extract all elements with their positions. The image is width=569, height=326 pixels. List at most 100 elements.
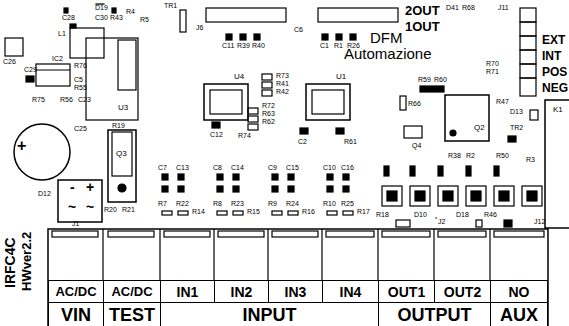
part-designator: R24: [286, 200, 299, 207]
part-designator: R3: [526, 156, 535, 163]
part-designator: R72: [262, 102, 275, 109]
part-designator: +: [86, 180, 94, 194]
part-designator: Q3: [116, 150, 127, 158]
part-designator: R40: [252, 42, 265, 49]
part-designator: C12: [210, 131, 223, 138]
part-designator: R71: [486, 68, 499, 75]
terminal-text: TEST: [109, 306, 155, 324]
part-designator: R60: [434, 76, 447, 83]
part-designator: R47: [496, 98, 509, 105]
part-designator: J1: [72, 220, 79, 227]
part-designator: C11: [222, 42, 234, 49]
part-designator: +: [17, 138, 26, 154]
part-designator: R25: [341, 200, 354, 207]
part-designator: -: [70, 180, 75, 194]
terminal-text: OUT2: [444, 285, 481, 299]
part-designator: NEG: [542, 82, 568, 94]
part-designator: D13: [510, 108, 523, 115]
part-designator: R41: [276, 80, 289, 87]
part-designator: R46: [484, 211, 497, 218]
part-designator: R38: [448, 152, 461, 159]
part-designator: C13: [176, 164, 189, 171]
part-designator: D18: [456, 211, 469, 218]
terminal-text: IN1: [177, 285, 199, 299]
part-designator: R76: [74, 62, 87, 69]
terminal-group-label: AUX: [490, 302, 548, 326]
part-designator: R20: [104, 206, 117, 213]
terminal-group-label: OUTPUT: [378, 302, 491, 326]
part-designator: R42: [276, 88, 289, 95]
part-designator: R4: [126, 8, 135, 15]
part-designator: C1: [320, 42, 329, 49]
terminal-pin-label: IN1: [160, 280, 215, 303]
part-designator: R43: [110, 14, 123, 21]
part-designator: R68: [462, 4, 475, 11]
part-designator: Automazione: [344, 46, 432, 61]
part-designator: R15: [247, 208, 260, 215]
part-designator: ~: [68, 200, 76, 214]
part-designator: R14: [192, 208, 205, 215]
terminal-pin-label: OUT1: [378, 280, 435, 303]
part-designator: DFM: [370, 30, 403, 45]
part-designator: TR2: [510, 124, 523, 131]
terminal-pin-label: OUT2: [434, 280, 491, 303]
terminal-text: INPUT: [243, 306, 297, 324]
part-designator: C15: [286, 164, 299, 171]
part-designator: U1: [336, 73, 346, 81]
part-designator: R39: [237, 42, 250, 49]
part-designator: R2: [466, 152, 475, 159]
part-designator: POS: [542, 66, 567, 78]
part-designator: C7: [158, 164, 167, 171]
part-designator: R1: [334, 42, 343, 49]
part-designator: IC2: [52, 55, 63, 62]
terminal-group-label: TEST: [103, 302, 161, 326]
part-designator: C25: [74, 125, 87, 132]
part-designator: R70: [486, 60, 499, 67]
part-designator: R62: [262, 118, 275, 125]
terminal-pin-label: NO: [490, 280, 548, 303]
part-designator: R18: [376, 211, 389, 218]
terminal-text: IN4: [340, 285, 362, 299]
terminal-text: VIN: [61, 306, 91, 324]
part-designator: J6: [196, 24, 203, 31]
part-designator: 1OUT: [405, 20, 440, 33]
part-designator: D19: [95, 4, 108, 11]
terminal-text: IN3: [285, 285, 307, 299]
part-designator: R8: [213, 200, 222, 207]
part-designator: D10: [414, 211, 427, 218]
part-designator: J12: [534, 218, 545, 225]
part-designator: INT: [542, 50, 561, 62]
part-designator: C6: [294, 26, 303, 33]
terminal-pin-label: IN2: [214, 280, 269, 303]
part-designator: R23: [231, 200, 244, 207]
part-designator: U3: [118, 104, 128, 112]
board-marking: HWver2.2: [20, 232, 33, 291]
part-designator: R7: [158, 200, 167, 207]
part-designator: R21: [122, 206, 135, 213]
part-designator: R63: [262, 110, 275, 117]
part-designator: R22: [176, 200, 189, 207]
part-designator: C10: [323, 164, 336, 171]
part-designator: R50: [496, 152, 509, 159]
part-designator: R16: [302, 208, 315, 215]
part-designator: R9: [268, 200, 277, 207]
terminal-text: AC/DC: [55, 285, 96, 298]
part-designator: C9: [268, 164, 277, 171]
part-designator: Q4: [412, 142, 421, 149]
part-designator: D12: [38, 190, 51, 197]
part-designator: C5: [74, 76, 83, 83]
terminal-pin-label: AC/DC: [48, 280, 104, 303]
part-designator: R5: [140, 16, 149, 23]
part-designator: C29: [24, 66, 37, 73]
part-designator: C23: [78, 96, 91, 103]
part-designator: D41: [446, 4, 459, 11]
part-designator: J11: [498, 4, 509, 11]
part-designator: EXT: [542, 34, 565, 46]
terminal-pin-label: AC/DC: [103, 280, 161, 303]
part-designator: Q2: [474, 124, 485, 132]
part-designator: 2OUT: [405, 4, 440, 17]
terminal-text: NO: [509, 285, 530, 299]
part-designator: C8: [213, 164, 222, 171]
